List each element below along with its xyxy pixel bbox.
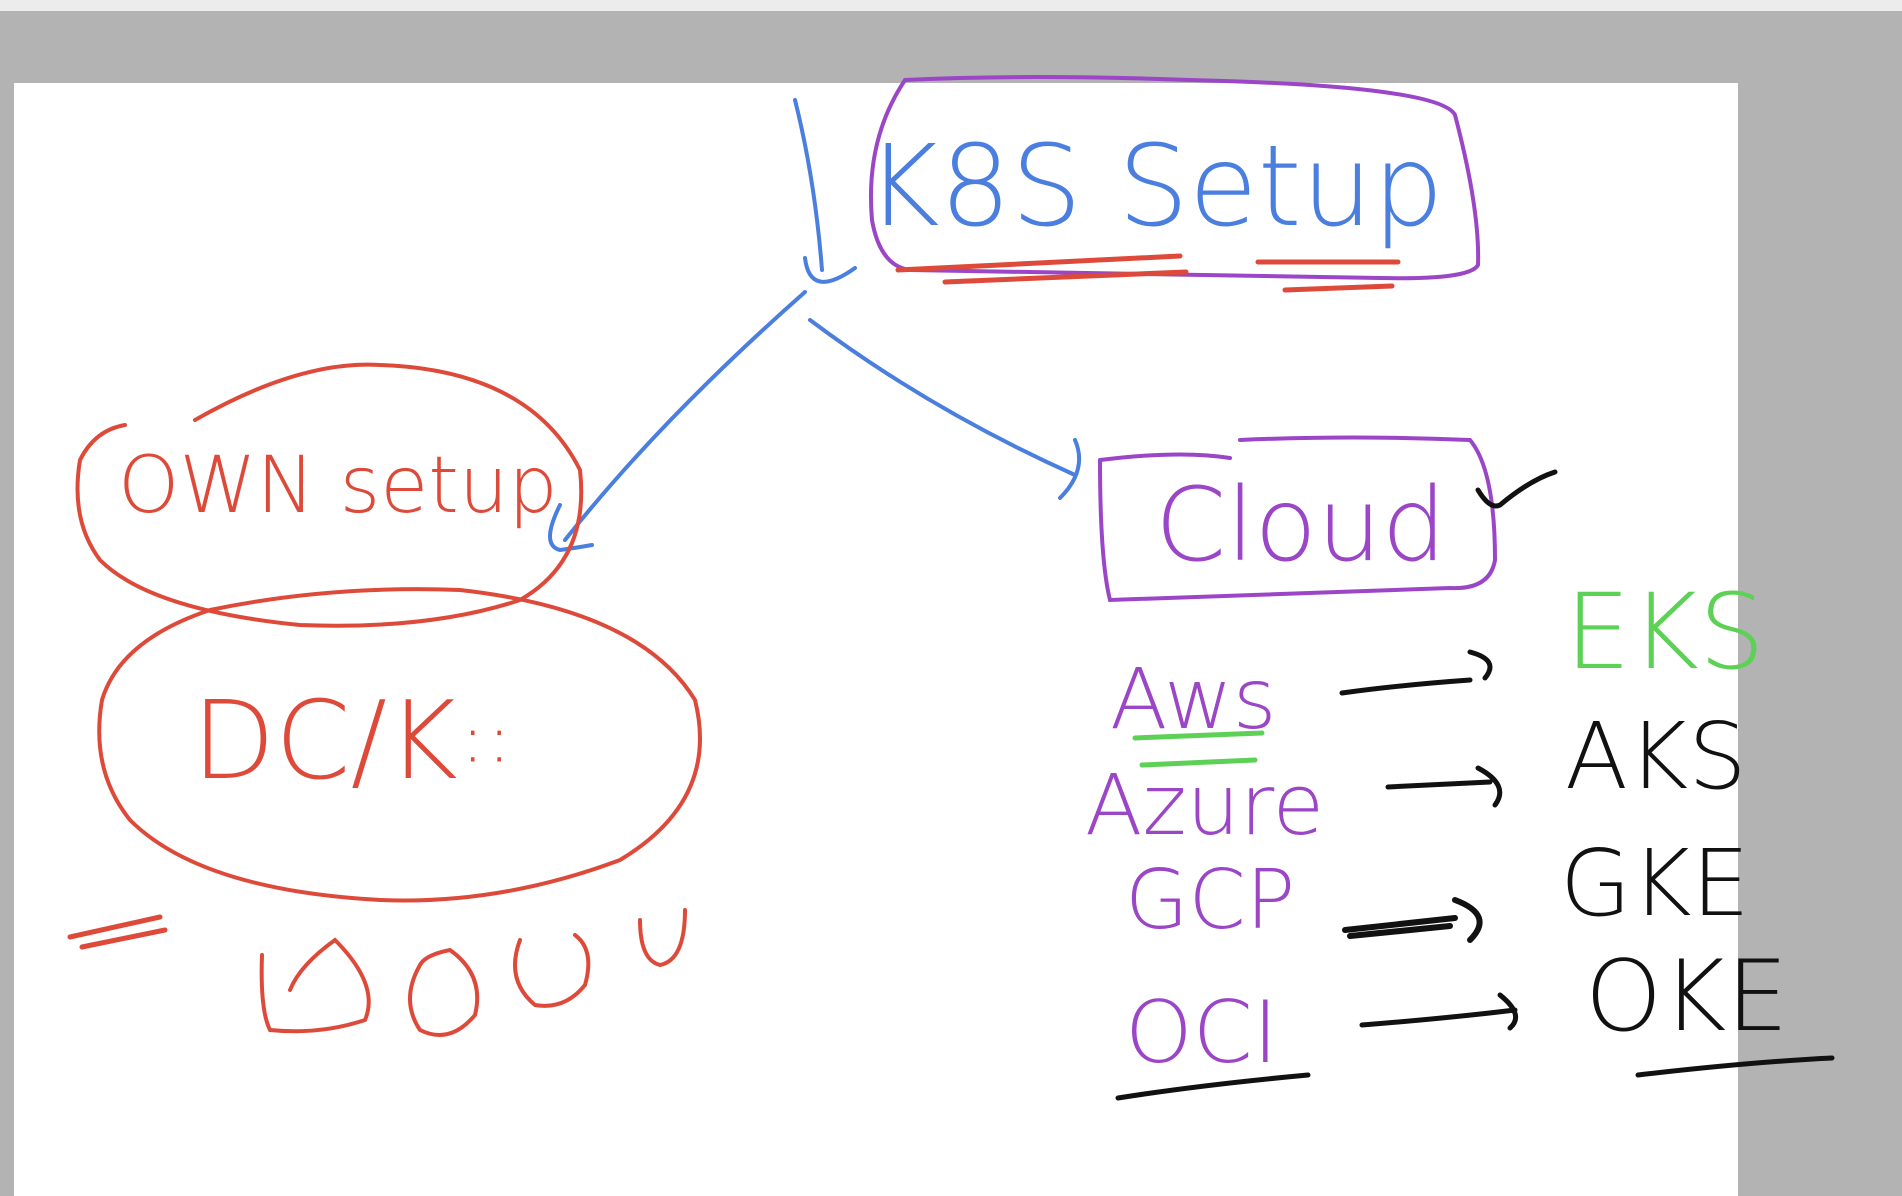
arrow-icon [1342, 897, 1483, 943]
arrow-to-cloud [808, 318, 1082, 500]
provider-name: GCP [1125, 853, 1295, 948]
root-underline [895, 253, 1401, 293]
root-node: K8S Setup [866, 75, 1481, 293]
own-setup-node: OWN setup DC/K ∷ [67, 362, 702, 1037]
arrow-icon [1359, 992, 1519, 1031]
whiteboard-canvas[interactable] [14, 83, 1738, 1196]
dc-ellipse [97, 587, 702, 903]
arrow-icon [1339, 649, 1493, 696]
arrow-icon [1385, 765, 1503, 808]
cloud-label: Cloud [1155, 466, 1446, 585]
provider-underline [1132, 730, 1265, 768]
service-name: GKE [1560, 830, 1750, 937]
provider-row-oci: OCI OKE [1115, 940, 1835, 1101]
squiggle-scribble [259, 908, 687, 1037]
own-setup-label: OWN setup [118, 441, 558, 531]
provider-name: Azure [1085, 756, 1324, 854]
own-setup-ellipse [75, 362, 584, 628]
cloud-node: Cloud [1098, 435, 1558, 603]
arrow-to-own-setup [548, 290, 807, 553]
dc-trailing-mark: ∷ [470, 705, 515, 787]
root-label: K8S Setup [866, 122, 1443, 252]
provider-name: OCI [1125, 983, 1278, 1083]
incoming-arrow [793, 98, 857, 284]
provider-row-azure: Azure AKS [1085, 703, 1747, 854]
service-name: OKE [1585, 940, 1788, 1054]
provider-underline [1115, 1072, 1311, 1101]
checkmark [1475, 469, 1558, 509]
provider-row-aws: Aws EKS [1110, 571, 1765, 768]
service-name: EKS [1565, 571, 1765, 693]
provider-row-gcp: GCP GKE [1125, 830, 1750, 948]
dc-label: DC/K [192, 679, 458, 804]
root-box [868, 75, 1481, 281]
cloud-box [1098, 435, 1498, 603]
service-underline [1635, 1055, 1835, 1078]
equals-mark [67, 914, 168, 950]
provider-list: Aws EKS Azure AKS GCP GKE OCI OKE [1085, 571, 1835, 1101]
top-bar [0, 0, 1902, 11]
service-name: AKS [1565, 703, 1747, 810]
